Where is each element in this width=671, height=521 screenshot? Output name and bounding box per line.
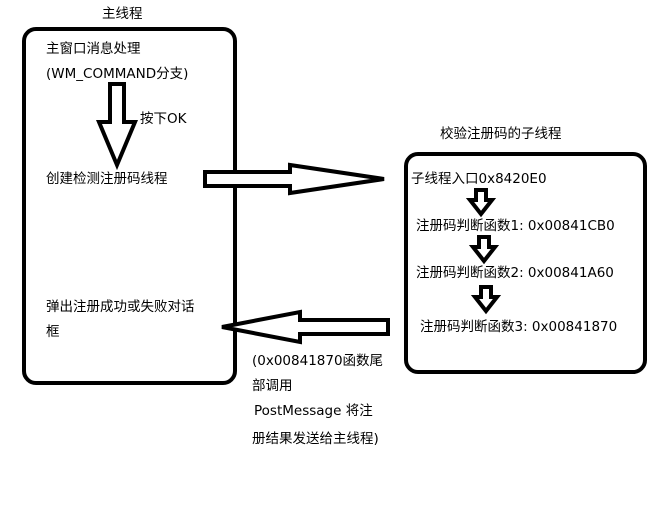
check-function-2-label: 注册码判断函数2: 0x00841A60 [416,265,614,281]
down-arrow-press-ok [95,82,139,171]
wm-command-branch-label: (WM_COMMAND分支) [46,66,189,82]
left-arrow-post-message [221,309,390,345]
sub-thread-title: 校验注册码的子线程 [440,126,562,142]
check-function-1-label: 注册码判断函数1: 0x00841CB0 [416,218,615,234]
popup-dialog-label-line1: 弹出注册成功或失败对话 [46,299,195,315]
right-arrow-spawn-thread [203,162,385,196]
sub-thread-box [404,152,647,374]
thread-entry-label: 子线程入口0x8420E0 [411,171,547,187]
down-arrow-step-1 [465,188,497,218]
check-function-3-label: 注册码判断函数3: 0x00841870 [420,319,618,335]
down-arrow-step-2 [468,235,500,265]
callback-note-line3: PostMessage 将注 [254,403,373,419]
callback-note-line4: 册结果发送给主线程) [252,431,379,447]
press-ok-label: 按下OK [140,111,187,127]
callback-note-line1: (0x00841870函数尾 [252,353,384,369]
callback-note-line2: 部调用 [252,378,293,394]
main-thread-box [22,27,237,385]
main-thread-title: 主线程 [102,6,143,22]
popup-dialog-label-line2: 框 [46,324,60,340]
down-arrow-step-3 [470,285,502,315]
message-handler-label: 主窗口消息处理 [46,41,141,57]
create-thread-label: 创建检测注册码线程 [46,171,168,187]
